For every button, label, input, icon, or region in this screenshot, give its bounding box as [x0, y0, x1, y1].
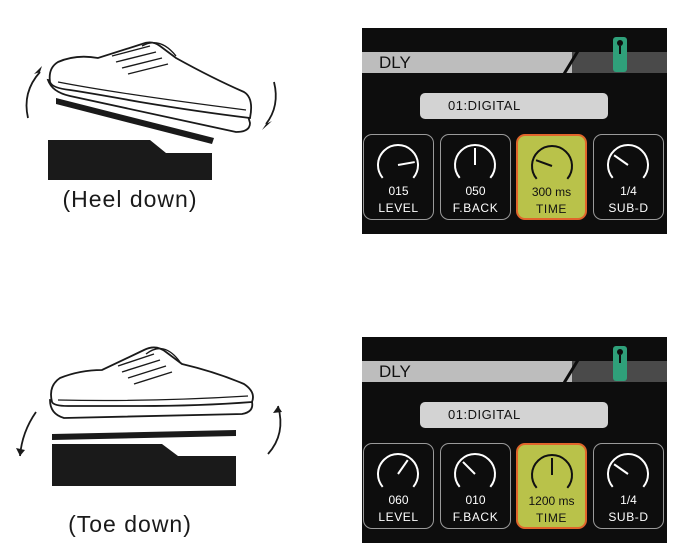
knob-label: SUB-D: [608, 510, 649, 524]
knob-fback[interactable]: 050 F.BACK: [440, 134, 511, 220]
effect-name: DLY: [379, 362, 411, 381]
knob-subd[interactable]: 1/4 SUB-D: [593, 443, 664, 529]
rotate-arrow-icon: [25, 71, 41, 119]
knob-time[interactable]: 300 ms TIME: [516, 134, 587, 220]
preset-field[interactable]: 01:DIGITAL: [420, 402, 608, 428]
knob-label: SUB-D: [608, 201, 649, 215]
knob-time[interactable]: 1200 ms TIME: [516, 443, 587, 529]
header-bar: [362, 361, 572, 382]
rotate-arrow-icon: [19, 411, 37, 457]
effect-name: DLY: [379, 53, 411, 72]
pedal-position-icon: [613, 346, 627, 381]
knob-value: 050: [465, 184, 486, 198]
knob-label: LEVEL: [378, 201, 419, 215]
knob-value: 1/4: [620, 184, 637, 198]
knob-label: TIME: [535, 202, 568, 216]
shoe-body: [48, 41, 253, 119]
knob-level[interactable]: 060 LEVEL: [363, 443, 434, 529]
knob-value: 010: [465, 493, 486, 507]
knob-value: 060: [388, 493, 409, 507]
heel-down-pedal-illustration: [25, 41, 277, 180]
knob-fback[interactable]: 010 F.BACK: [440, 443, 511, 529]
knob-label: TIME: [535, 511, 568, 525]
knob-value: 1200 ms: [528, 494, 575, 508]
knob-label: F.BACK: [452, 510, 499, 524]
delay-screen-heel: DLY 01:DIGITAL 015 LEVEL 050 F.BACK 300 …: [362, 28, 667, 234]
knob-label: LEVEL: [378, 510, 419, 524]
knob-value: 015: [388, 184, 409, 198]
rotate-arrow-icon: [265, 81, 277, 125]
knob-level[interactable]: 015 LEVEL: [363, 134, 434, 220]
pedal-position-icon: [613, 37, 627, 72]
knob-value: 300 ms: [531, 185, 572, 199]
heel-down-caption: (Heel down): [62, 186, 198, 212]
delay-screen-toe: DLY 01:DIGITAL 060 LEVEL 010 F.BACK 1200…: [362, 337, 667, 543]
rotate-arrow-icon: [267, 405, 282, 455]
knob-value: 1/4: [620, 493, 637, 507]
knob-subd[interactable]: 1/4 SUB-D: [593, 134, 664, 220]
header-bar: [362, 52, 572, 73]
preset-field[interactable]: 01:DIGITAL: [420, 93, 608, 119]
pedal-plate: [56, 98, 214, 144]
shoe-body: [50, 346, 254, 407]
toe-down-caption: (Toe down): [68, 511, 192, 537]
pedal-base: [52, 444, 236, 486]
pedal-plate: [52, 430, 236, 440]
toe-down-pedal-illustration: [16, 346, 282, 486]
knob-label: F.BACK: [452, 201, 499, 215]
pedal-base: [48, 140, 212, 180]
